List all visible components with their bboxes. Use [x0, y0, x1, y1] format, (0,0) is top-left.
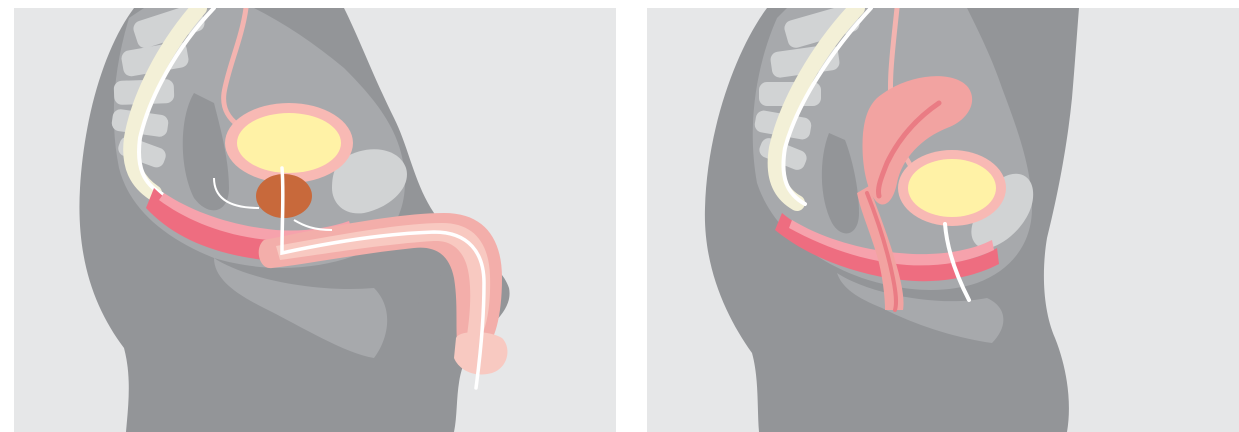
bladder-inner	[908, 159, 996, 217]
female-pelvis-diagram	[647, 8, 1239, 432]
male-pelvis-panel	[14, 8, 616, 432]
bladder-inner	[237, 113, 341, 173]
female-pelvis-panel	[647, 8, 1239, 432]
male-pelvis-diagram	[14, 8, 616, 432]
